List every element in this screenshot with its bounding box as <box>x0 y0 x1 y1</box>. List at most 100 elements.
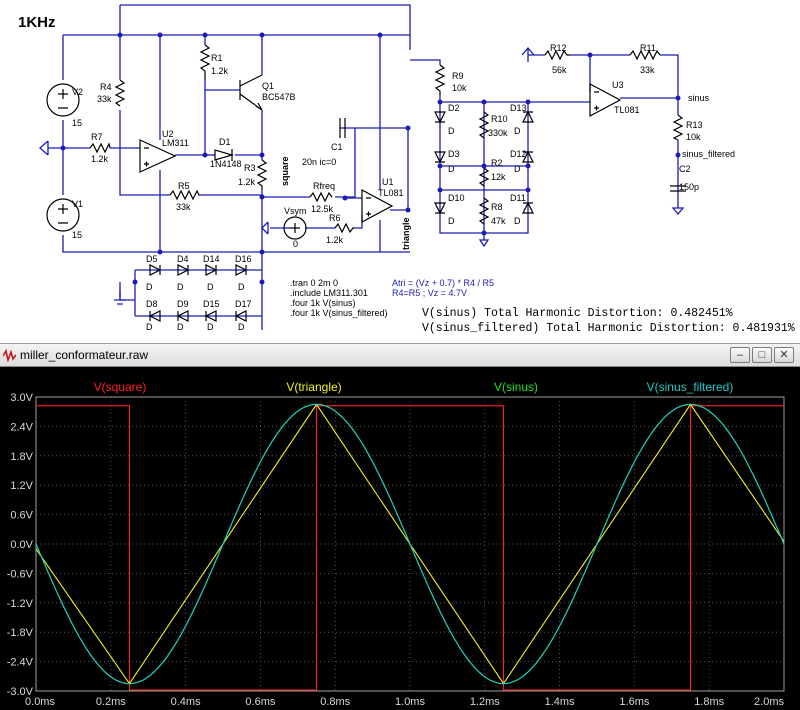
svg-text:D16: D16 <box>235 254 252 264</box>
svg-text:330k: 330k <box>488 128 508 138</box>
zener-diodes-bottom[interactable] <box>148 264 248 322</box>
resistors[interactable] <box>89 44 684 234</box>
svg-text:15: 15 <box>72 230 82 240</box>
zener-labels: D5 D4 D14 D16 D D D D D8 D9 D15 D17 D D … <box>146 254 252 332</box>
ground-symbols <box>39 47 685 305</box>
waveform-window-title: miller_conformateur.raw <box>20 348 149 362</box>
voltage-source-v2[interactable] <box>46 83 80 117</box>
svg-text:R3: R3 <box>244 163 256 173</box>
diode-d1[interactable] <box>214 149 235 161</box>
svg-text:R13: R13 <box>686 120 703 130</box>
thd-sinus: V(sinus) Total Harmonic Distortion: 0.48… <box>422 307 733 320</box>
net-label-triangle: triangle <box>401 217 411 250</box>
svg-text:D: D <box>448 164 455 174</box>
svg-text:D: D <box>448 126 455 136</box>
svg-text:D2: D2 <box>448 103 460 113</box>
svg-text:1.2k: 1.2k <box>326 235 344 245</box>
svg-text:U2: U2 <box>162 129 174 139</box>
svg-text:D5: D5 <box>146 254 158 264</box>
svg-text:D: D <box>177 322 184 332</box>
svg-text:12.5k: 12.5k <box>311 204 334 214</box>
svg-text:D: D <box>514 164 521 174</box>
svg-text:R12: R12 <box>550 43 567 53</box>
svg-text:D10: D10 <box>448 193 465 203</box>
waveform-plot[interactable]: 3.0V2.4V1.8V1.2V0.6V0.0V-0.6V-1.2V-1.8V-… <box>0 367 800 710</box>
svg-text:150p: 150p <box>679 182 699 192</box>
y-tick-label: -2.4V <box>7 657 34 669</box>
minimize-button[interactable]: – <box>730 347 750 363</box>
svg-text:1.2k: 1.2k <box>91 154 109 164</box>
net-labels: square triangle sinus sinus_filtered <box>280 93 735 250</box>
net-label-sinus: sinus <box>688 93 710 103</box>
svg-text:V1: V1 <box>72 199 83 209</box>
svg-text:TL081: TL081 <box>614 105 640 115</box>
svg-text:D: D <box>514 126 521 136</box>
legend-vsinus_filtered[interactable]: V(sinus_filtered) <box>647 380 734 394</box>
opamp-u1[interactable] <box>361 189 394 223</box>
net-label-sinus-filtered: sinus_filtered <box>682 149 735 159</box>
voltage-source-vsym[interactable] <box>283 216 307 240</box>
svg-text:D17: D17 <box>235 299 252 309</box>
x-tick-label: 0.4ms <box>171 696 201 708</box>
x-tick-label: 2.0ms <box>754 696 784 708</box>
svg-text:R5: R5 <box>178 181 190 191</box>
trace-legend[interactable]: V(square) V(triangle) V(sinus) V(sinus_filt… <box>94 380 734 394</box>
svg-text:V2: V2 <box>72 87 83 97</box>
schematic-canvas[interactable]: 1KHz <box>0 0 800 340</box>
close-button[interactable]: ✕ <box>774 347 794 363</box>
legend-vsinus[interactable]: V(sinus) <box>494 380 538 394</box>
legend-vsquare[interactable]: V(square) <box>94 380 147 394</box>
capacitor-c2[interactable] <box>670 185 686 192</box>
x-tick-label: 1.8ms <box>694 696 724 708</box>
svg-text:D: D <box>238 282 245 292</box>
trace-vsinus_filtered <box>35 403 785 685</box>
svg-text:33k: 33k <box>176 202 191 212</box>
svg-text:1N4148: 1N4148 <box>210 159 242 169</box>
opamp-u2[interactable] <box>139 139 177 173</box>
svg-text:.four 1k V(sinus_filtered): .four 1k V(sinus_filtered) <box>290 308 388 318</box>
svg-text:D: D <box>514 216 521 226</box>
capacitor-c1[interactable] <box>339 118 346 138</box>
y-axis-ticks: 3.0V2.4V1.8V1.2V0.6V0.0V-0.6V-1.2V-1.8V-… <box>7 392 34 698</box>
component-labels: V2 15 V1 15 R4 33k R7 1.2k U2 LM311 R1 1… <box>72 43 703 249</box>
spice-directives[interactable]: .tran 0 2m 0 .include LM311.301 .four 1k… <box>290 278 388 318</box>
svg-text:D: D <box>177 282 184 292</box>
opamp-u3[interactable] <box>589 83 622 117</box>
transistor-q1[interactable] <box>239 74 263 111</box>
x-tick-label: 1.0ms <box>395 696 425 708</box>
svg-text:Q1: Q1 <box>262 81 274 91</box>
svg-text:D9: D9 <box>177 299 189 309</box>
voltage-source-v1[interactable] <box>46 198 80 232</box>
y-tick-label: 0.6V <box>10 510 33 522</box>
waveform-title-bar[interactable]: miller_conformateur.raw – □ ✕ <box>0 343 800 367</box>
svg-text:U3: U3 <box>612 80 624 90</box>
svg-text:D8: D8 <box>146 299 158 309</box>
design-notes: Atri = (Vz + 0.7) * R4 / R5 R4=R5 ; Vz =… <box>392 278 494 298</box>
svg-text:R11: R11 <box>640 43 656 53</box>
y-tick-label: 1.2V <box>10 480 33 492</box>
svg-text:D4: D4 <box>177 254 189 264</box>
plot-traces <box>35 403 785 691</box>
net-label-square: square <box>280 156 290 186</box>
svg-text:R1: R1 <box>211 53 223 63</box>
svg-text:33k: 33k <box>97 94 112 104</box>
x-tick-label: 1.6ms <box>619 696 649 708</box>
svg-text:10k: 10k <box>686 132 701 142</box>
svg-text:D: D <box>207 322 214 332</box>
svg-text:R10: R10 <box>491 114 508 124</box>
legend-vtriangle[interactable]: V(triangle) <box>286 380 341 394</box>
trace-vsquare <box>36 405 784 691</box>
waveform-app-icon <box>3 349 16 362</box>
schematic-title: 1KHz <box>18 14 56 31</box>
svg-text:D13: D13 <box>510 103 527 113</box>
wiring <box>48 4 679 330</box>
y-tick-label: 3.0V <box>10 392 33 404</box>
x-tick-label: 1.4ms <box>545 696 575 708</box>
svg-text:R4: R4 <box>100 82 112 92</box>
y-tick-label: -1.8V <box>7 627 34 639</box>
svg-text:R2: R2 <box>491 158 503 168</box>
ladder-diodes[interactable] <box>434 110 534 215</box>
svg-text:D: D <box>207 282 214 292</box>
maximize-button[interactable]: □ <box>752 347 772 363</box>
